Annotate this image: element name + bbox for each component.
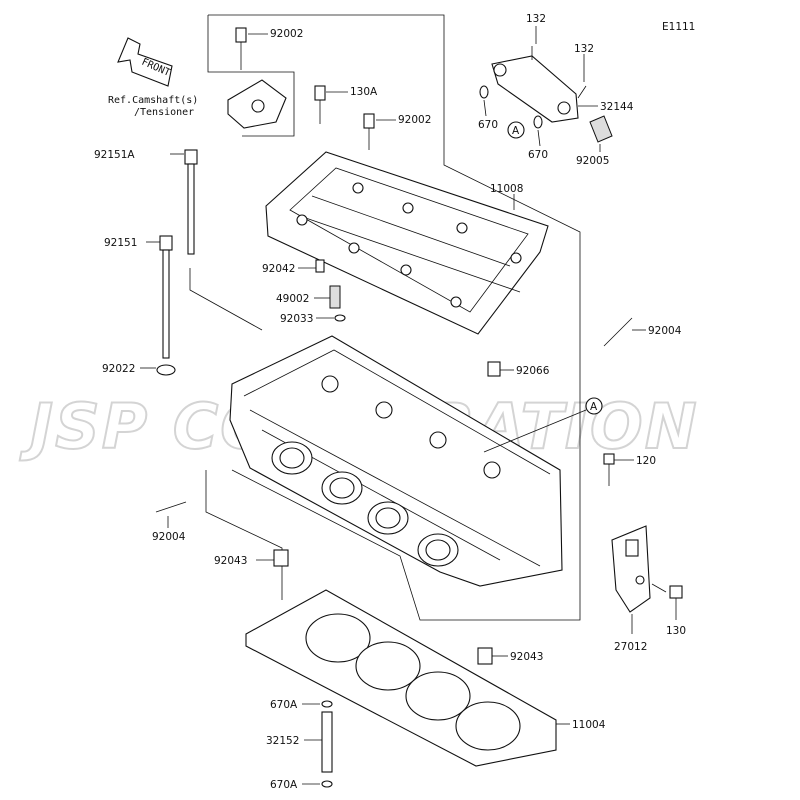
stud-92004-left: [155, 501, 187, 513]
label-92002-top: 92002: [270, 28, 303, 40]
oring-670A-top: [321, 700, 333, 708]
head-gasket: [245, 589, 557, 767]
valve-49002: [329, 285, 341, 309]
plug-92005: [589, 115, 613, 143]
label-130: 130: [666, 625, 686, 637]
label-92043-right: 92043: [510, 651, 543, 663]
frame-line-lower-left: [205, 470, 283, 600]
pipe-32152: [321, 711, 333, 773]
frame-line-top: [208, 14, 581, 450]
svg-text:A: A: [590, 401, 598, 413]
cylinder-head: [229, 335, 563, 587]
label-92042: 92042: [262, 263, 295, 275]
washer-92022: [156, 364, 176, 376]
svg-text:A: A: [512, 125, 520, 137]
label-92151A: 92151A: [94, 149, 135, 161]
oring-92033: [334, 314, 346, 322]
callout-a-mid: A: [483, 397, 603, 453]
label-32144: 32144: [600, 101, 634, 113]
label-49002: 49002: [276, 293, 309, 305]
oring-670-a: [479, 85, 489, 99]
frame-line-lower: [231, 450, 581, 621]
fitting-32144: [491, 46, 587, 123]
dowel-92043-left: [273, 549, 289, 567]
bolt-120: [603, 453, 615, 486]
bolt-92002-top: [235, 27, 247, 70]
label-132-a: 132: [526, 13, 546, 25]
bolt-92151A: [184, 149, 198, 255]
callout-a-top: A: [507, 121, 525, 139]
label-92004-left: 92004: [152, 531, 186, 543]
dowel-92043-right: [477, 647, 493, 665]
frame-line-ref: [207, 15, 295, 137]
label-27012: 27012: [614, 641, 647, 653]
ref-note-line2: /Tensioner: [134, 107, 194, 118]
bolt-130A: [314, 85, 326, 124]
label-92022: 92022: [102, 363, 135, 375]
bolt-92002-mid: [363, 113, 375, 150]
bolt-130: [651, 583, 683, 599]
label-670-b: 670: [528, 149, 548, 161]
label-92002-mid: 92002: [398, 114, 431, 126]
label-92043-left: 92043: [214, 555, 247, 567]
label-92005: 92005: [576, 155, 609, 167]
label-32152: 32152: [266, 735, 299, 747]
label-92151: 92151: [104, 237, 137, 249]
label-670A-top: 670A: [270, 699, 298, 711]
label-92033: 92033: [280, 313, 313, 325]
stud-92004-right: [603, 317, 633, 347]
label-670A-bottom: 670A: [270, 779, 298, 791]
diagram-code: E1111: [662, 21, 695, 33]
bracket-27012: [611, 525, 651, 613]
oring-670A-bottom: [321, 780, 333, 788]
plug-92066: [487, 361, 501, 377]
label-92004-right: 92004: [648, 325, 682, 337]
label-132-b: 132: [574, 43, 594, 55]
label-130A: 130A: [350, 86, 378, 98]
label-92066: 92066: [516, 365, 550, 377]
dowel-92042: [315, 259, 325, 273]
label-670-a: 670: [478, 119, 498, 131]
tensioner-ref-part: [227, 79, 287, 129]
label-120: 120: [636, 455, 656, 467]
camshaft-holder: [265, 151, 549, 335]
oring-670-b: [533, 115, 543, 129]
label-11004: 11004: [572, 719, 606, 731]
ref-note-line1: Ref.Camshaft(s): [108, 95, 198, 106]
bolt-92151: [159, 235, 173, 359]
front-arrow-icon: FRONT: [117, 37, 173, 87]
label-11008: 11008: [490, 183, 523, 195]
frame-line-left: [189, 268, 263, 331]
